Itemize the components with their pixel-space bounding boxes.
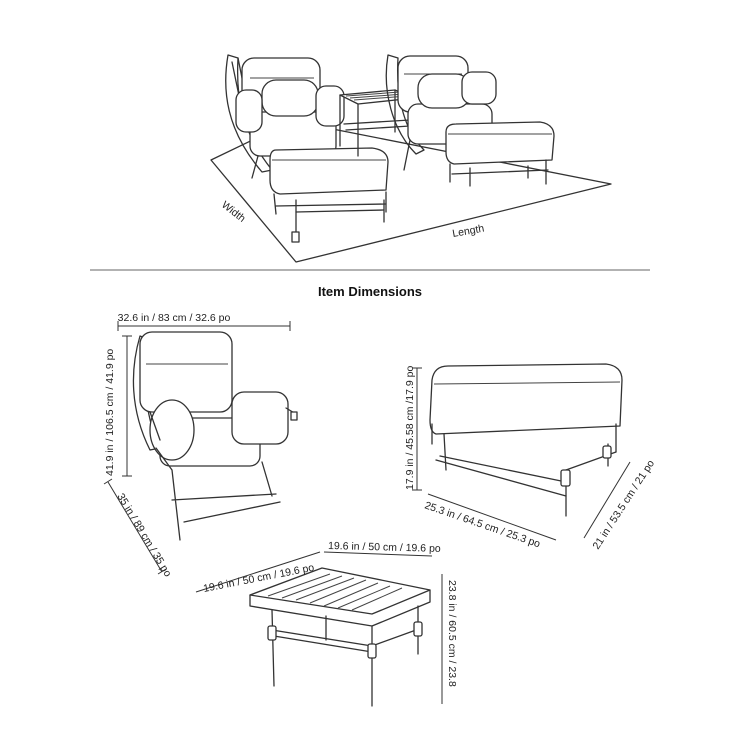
chair-height-label: 41.9 in / 106.5 cm / 41.9 po xyxy=(104,349,116,476)
ottoman-depth-dimension: 21 in / 53.5 cm / 21 po xyxy=(583,458,657,552)
chair-width-label: 32.6 in / 83 cm / 32.6 po xyxy=(118,312,231,324)
left-ottoman xyxy=(269,147,389,243)
chair-drawing xyxy=(132,331,298,541)
table-height-dimension: 23.8 in / 60.5 cm / 23.8 xyxy=(441,574,458,704)
right-ottoman xyxy=(445,121,555,187)
chair-height-dimension: 41.9 in / 106.5 cm / 41.9 po xyxy=(104,335,132,477)
table-depth-dimension: 19.6 in / 50 cm / 19.6 po xyxy=(323,540,441,557)
ottoman-height-dimension: 17.9 in / 45.58 cm /17.9 po xyxy=(404,366,422,491)
set-overview-scene: Width Length xyxy=(210,54,612,263)
table-drawing xyxy=(249,567,431,707)
ottoman-drawing xyxy=(429,363,623,517)
width-label: Width xyxy=(219,199,248,225)
ottoman-height-label: 17.9 in / 45.58 cm /17.9 po xyxy=(404,366,416,490)
ottoman-width-dimension: 25.3 in / 64.5 cm / 25.3 po xyxy=(423,493,557,550)
table-depth-label: 19.6 in / 50 cm / 19.6 po xyxy=(328,540,441,555)
chair-depth-label: 35 in / 89 cm / 35 po xyxy=(114,491,173,579)
chair-depth-dimension: 35 in / 89 cm / 35 po xyxy=(103,478,174,579)
section-title: Item Dimensions xyxy=(318,284,422,299)
length-label: Length xyxy=(451,223,485,240)
left-lounge-chair xyxy=(225,54,345,179)
table-height-label: 23.8 in / 60.5 cm / 23.8 xyxy=(446,580,458,687)
chair-width-dimension: 32.6 in / 83 cm / 32.6 po xyxy=(117,312,291,331)
chair-pillow xyxy=(149,399,195,461)
